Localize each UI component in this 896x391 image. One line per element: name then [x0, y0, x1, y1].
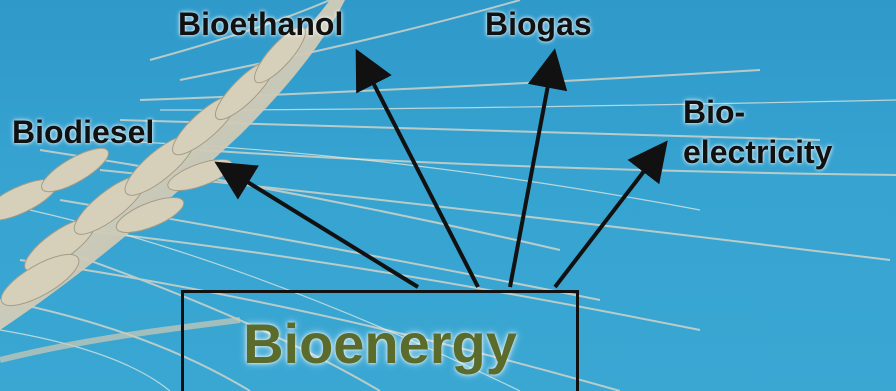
arrow-to-biodiesel: [228, 170, 418, 287]
label-biogas: Biogas: [485, 4, 592, 44]
arrow-to-biogas: [510, 64, 552, 287]
label-bioelectricity-line-2: electricity: [683, 132, 832, 172]
arrow-to-bioethanol: [363, 63, 478, 287]
label-bioelectricity-line-1: Bio-: [683, 92, 832, 132]
arrow-to-bioelectricity: [555, 153, 658, 287]
label-biodiesel: Biodiesel: [12, 112, 154, 152]
center-title-bioenergy: Bioenergy: [184, 311, 576, 377]
label-bioelectricity: Bio- electricity: [683, 92, 832, 172]
center-box: Bioenergy: [181, 290, 579, 391]
label-bioethanol: Bioethanol: [178, 4, 343, 44]
